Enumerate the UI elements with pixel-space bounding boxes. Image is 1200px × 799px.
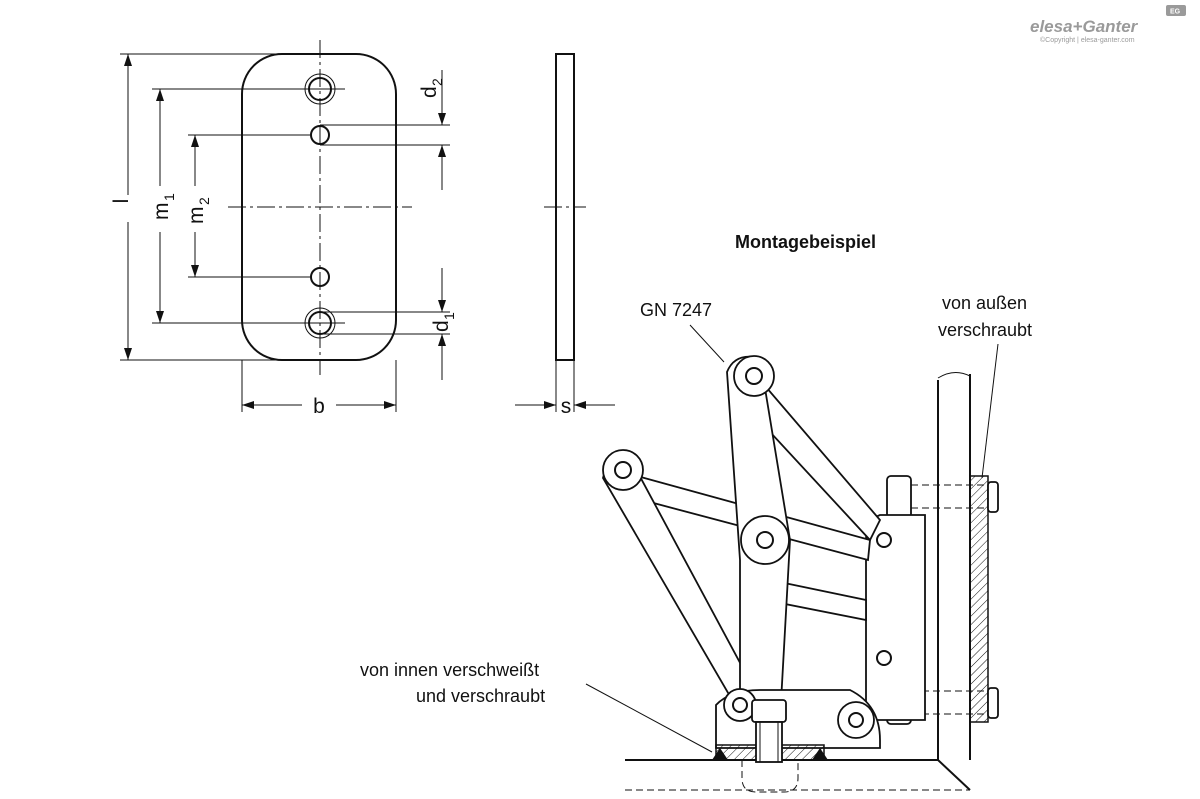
brand-badge-text: EG xyxy=(1170,9,1181,16)
brand-logo: elesa+Ganter EG ©Copyright | elesa-gante… xyxy=(1030,5,1186,44)
inside-label-line2: und verschraubt xyxy=(416,686,545,706)
outside-leader xyxy=(981,343,999,479)
plate-side-view: s xyxy=(515,53,615,418)
brand-copyright: ©Copyright | elesa-ganter.com xyxy=(1040,36,1135,44)
upper-wall-bolt xyxy=(886,475,999,519)
d1-label: d xyxy=(430,320,453,332)
example-title: Montagebeispiel xyxy=(735,232,876,252)
inside-label-line1: von innen verschweißt xyxy=(360,660,539,680)
plate-front-view: l m 1 m 2 d 2 d xyxy=(110,40,457,418)
hinge-wall-bracket xyxy=(865,514,926,721)
d2-sub: 2 xyxy=(429,78,445,86)
d2-label-group: d 2 xyxy=(418,78,445,98)
outside-plate-section xyxy=(969,475,989,723)
d1-label-group: d 1 xyxy=(430,312,457,332)
vertical-wall xyxy=(937,372,971,760)
mounting-example: Montagebeispiel GN 7247 von außen versch… xyxy=(360,232,1032,793)
m1-label: m xyxy=(150,203,173,221)
m1-label-group: m 1 xyxy=(150,193,177,220)
brand-name: elesa+Ganter xyxy=(1030,17,1139,36)
s-label: s xyxy=(561,395,572,418)
m1-sub: 1 xyxy=(161,193,177,201)
l-label: l xyxy=(110,199,133,204)
m2-label-group: m 2 xyxy=(185,197,212,224)
brand-badge xyxy=(1166,5,1186,16)
part-number-leader xyxy=(689,324,725,363)
b-label: b xyxy=(313,395,325,418)
floor-plate-section xyxy=(712,699,828,793)
m2-sub: 2 xyxy=(196,197,212,205)
d1-sub: 1 xyxy=(441,312,457,320)
m2-label: m xyxy=(185,207,208,225)
small-hole-bottom xyxy=(310,267,330,287)
inside-leader xyxy=(585,683,713,753)
outside-label-line1: von außen xyxy=(942,293,1027,313)
part-number-label: GN 7247 xyxy=(640,300,712,320)
outside-label-line2: verschraubt xyxy=(938,320,1032,340)
small-hole-top xyxy=(310,125,330,145)
d2-label: d xyxy=(418,86,441,98)
